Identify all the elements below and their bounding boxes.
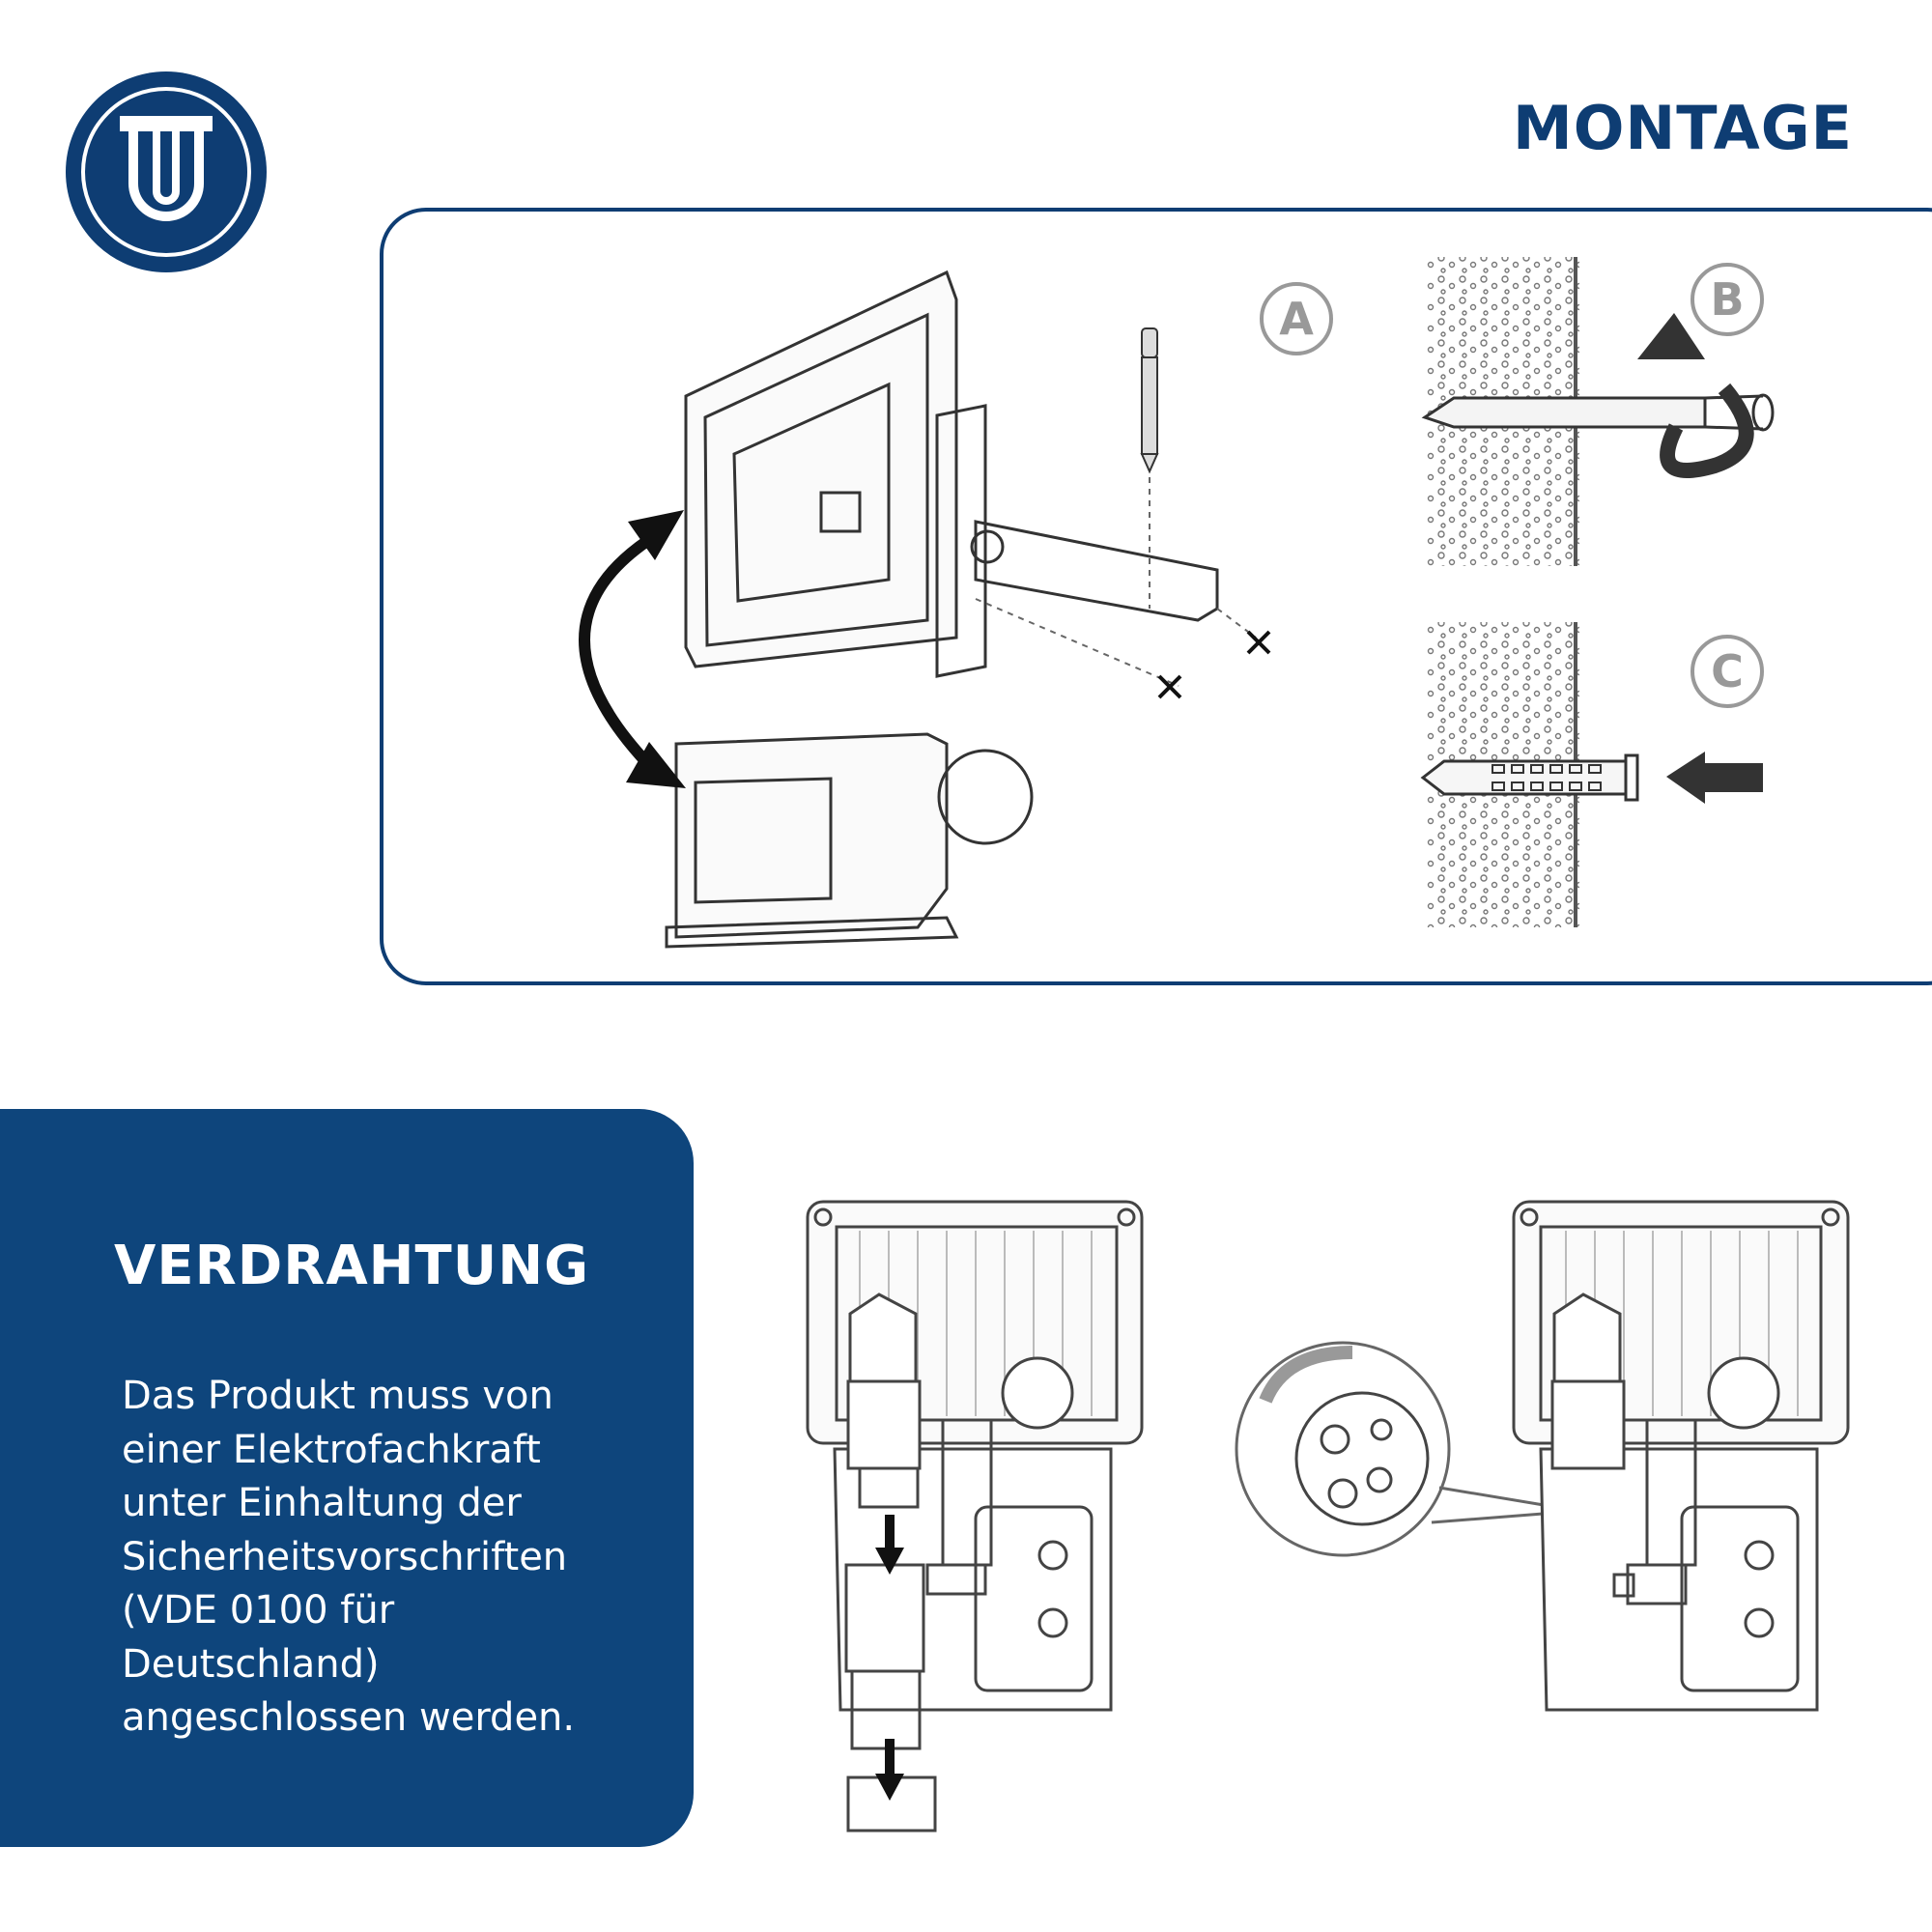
step-b-badge: B: [1690, 263, 1764, 336]
description-line: unter Einhaltung der: [122, 1481, 522, 1525]
verdrahtung-title: VERDRAHTUNG: [114, 1235, 590, 1297]
description-line: Das Produkt muss von: [122, 1374, 554, 1418]
dowel-insert-illustration: [1420, 622, 1763, 927]
step-c-badge: C: [1690, 635, 1764, 708]
wiring-illustration-right: [1512, 1200, 1850, 1712]
connector-detail-illustration: [1235, 1341, 1556, 1557]
description-line: Deutschland): [122, 1641, 380, 1687]
step-b-label: B: [1710, 273, 1744, 326]
floodlight-mounting-illustration: [579, 270, 1271, 949]
description-line: (VDE 0100 für: [122, 1588, 395, 1633]
verdrahtung-description: Das Produkt muss von einer Elektrofachkr…: [122, 1370, 663, 1746]
step-a-badge: A: [1260, 282, 1333, 355]
step-c-label: C: [1711, 645, 1744, 697]
description-line: Sicherheitsvorschriften: [122, 1534, 568, 1579]
step-a-label: A: [1279, 293, 1314, 345]
montage-title: MONTAGE: [1513, 93, 1853, 163]
wiring-illustration-left: [806, 1200, 1144, 1833]
description-line: angeschlossen werden.: [122, 1695, 576, 1740]
description-line: einer Elektrofachkraft: [122, 1427, 541, 1472]
verdrahtung-panel: [0, 1109, 694, 1847]
brand-logo: [66, 71, 267, 272]
drilling-illustration: [1421, 257, 1775, 566]
